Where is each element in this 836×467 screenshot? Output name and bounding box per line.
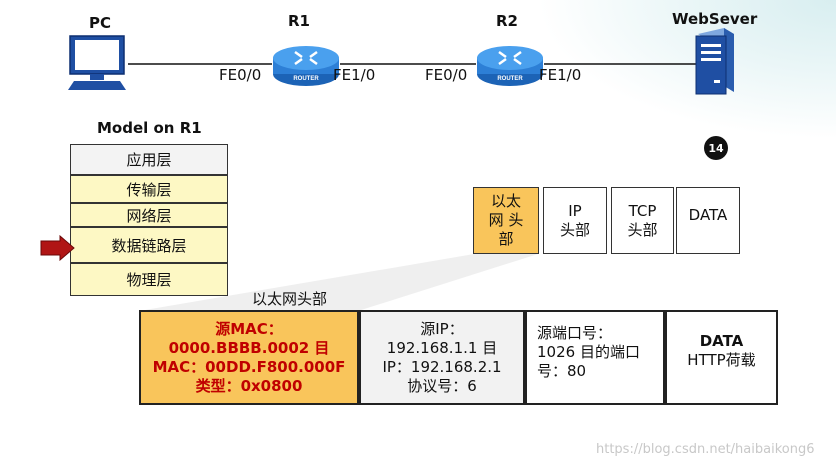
detail-data-payload: HTTP荷载 [687, 351, 756, 369]
model-title: Model on R1 [97, 119, 202, 137]
layer-physical: 物理层 [70, 263, 228, 296]
packet-eth-line: 部 [498, 230, 514, 248]
layer-network: 网络层 [70, 203, 228, 227]
detail-tcp-line: 1026 目的端口 [537, 343, 640, 361]
layer-application: 应用层 [70, 144, 228, 175]
detail-ip-line: 源IP： [420, 319, 464, 338]
router-r2-icon: ROUTER [477, 46, 543, 86]
r1-label: R1 [288, 12, 310, 30]
packet-tcp-line: TCP [628, 201, 657, 220]
zoom-callout [139, 254, 538, 311]
detail-title: 以太网头部 [252, 290, 328, 308]
detail-data-block: DATA HTTP荷载 [665, 310, 778, 405]
r2-port-left: FE0/0 [425, 66, 468, 84]
detail-eth-line: 源MAC： [215, 319, 283, 338]
detail-eth-line: 0000.BBBB.0002 目 [168, 338, 330, 357]
background-tint [536, 0, 836, 140]
detail-ip-line: 192.168.1.1 目 [386, 338, 498, 357]
pc-label: PC [89, 14, 112, 32]
detail-ip-line: 协议号：6 [407, 376, 477, 395]
detail-eth-block: 源MAC： 0000.BBBB.0002 目 MAC：00DD.F800.000… [139, 310, 359, 405]
packet-tcp-line: 头部 [627, 220, 658, 239]
router-r1-text: ROUTER [293, 76, 319, 82]
detail-tcp-block: 源端口号： 1026 目的端口 号：80 [525, 310, 665, 405]
detail-ip-block: 源IP： 192.168.1.1 目 IP：192.168.2.1 协议号：6 [359, 310, 525, 405]
packet-tcp-header: TCP 头部 [611, 187, 674, 254]
watermark: https://blog.csdn.net/haibaikong6 [596, 442, 815, 457]
layer-datalink: 数据链路层 [70, 227, 228, 263]
detail-eth-line: MAC：00DD.F800.000F [152, 357, 346, 376]
packet-eth-line: 以太 [490, 192, 521, 210]
packet-data: DATA [676, 187, 740, 254]
detail-data-title: DATA [699, 332, 744, 350]
packet-eth-line: 网 头 [488, 211, 524, 229]
packet-ip-line: IP [568, 201, 582, 220]
r2-label: R2 [496, 12, 518, 30]
server-label: WebSever [672, 10, 758, 28]
detail-ip-line: IP：192.168.2.1 [382, 357, 502, 376]
detail-eth-line: 类型：0x0800 [195, 376, 303, 395]
r1-port-left: FE0/0 [219, 66, 262, 84]
router-r1-icon: ROUTER [273, 46, 339, 86]
layer-transport: 传输层 [70, 175, 228, 203]
packet-ip-line: 头部 [559, 220, 590, 239]
r1-port-right: FE1/0 [333, 66, 376, 84]
router-r2-text: ROUTER [497, 76, 523, 82]
current-layer-arrow-icon [40, 235, 75, 261]
pc-icon [68, 35, 126, 90]
packet-ip-header: IP 头部 [543, 187, 607, 254]
step-badge: 14 [704, 136, 728, 160]
detail-tcp-line: 源端口号： [537, 324, 613, 342]
detail-tcp-line: 号：80 [537, 362, 587, 380]
packet-eth-header: 以太 网 头 部 [473, 187, 539, 254]
server-icon [695, 28, 734, 95]
r2-port-right: FE1/0 [539, 66, 582, 84]
